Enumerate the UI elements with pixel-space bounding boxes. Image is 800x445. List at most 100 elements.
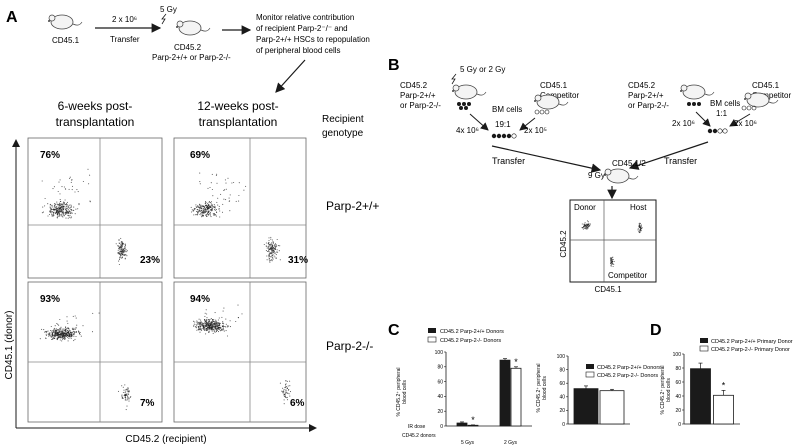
event-dot	[216, 320, 218, 322]
event-dot	[211, 188, 213, 191]
event-dot	[222, 326, 224, 328]
event-dot	[49, 206, 51, 208]
event-dot	[78, 331, 80, 333]
flow-plot-dots	[192, 304, 292, 405]
event-dot	[212, 213, 214, 215]
event-dot	[117, 252, 119, 254]
event-dot	[245, 185, 247, 187]
event-dot	[65, 212, 68, 214]
event-dot	[270, 236, 272, 238]
event-dot	[277, 251, 279, 253]
y-tick-label: 40	[675, 394, 681, 400]
event-dot	[283, 394, 285, 396]
event-dot	[638, 231, 640, 233]
event-dot	[69, 216, 71, 218]
event-dot	[220, 193, 222, 195]
event-dot	[200, 212, 202, 214]
event-dot	[272, 252, 274, 254]
event-dot	[209, 211, 211, 213]
event-dot	[286, 387, 288, 389]
bm-cells-label: BM cells	[492, 105, 522, 114]
event-dot	[75, 327, 77, 329]
event-dot	[275, 257, 277, 259]
event-dot	[205, 212, 207, 214]
event-dot	[611, 261, 613, 263]
event-dot	[45, 333, 47, 335]
event-dot	[283, 396, 285, 398]
event-dot	[222, 321, 224, 323]
quadrant-percent-donor: 69%	[190, 150, 210, 161]
quadrant-host-label: Host	[630, 203, 647, 212]
event-dot	[223, 329, 225, 331]
y-tick-label: 20	[437, 409, 443, 415]
event-dot	[204, 315, 206, 317]
y-tick-label: 40	[437, 394, 443, 400]
event-dot	[209, 326, 211, 328]
event-dot	[73, 327, 75, 329]
event-dot	[215, 214, 217, 216]
event-dot	[57, 204, 59, 206]
event-dot	[62, 214, 64, 216]
event-dot	[75, 326, 77, 328]
event-dot	[126, 389, 128, 391]
event-dot	[62, 209, 64, 211]
arrow-icon	[729, 113, 751, 127]
event-dot	[61, 206, 63, 208]
event-dot	[62, 208, 65, 210]
event-dot	[122, 250, 124, 252]
event-dot	[610, 262, 612, 265]
event-dot	[285, 389, 287, 391]
event-dot	[121, 250, 123, 252]
y-axis-label: % CD45.2⁺ peripheral	[536, 363, 542, 412]
event-dot	[586, 220, 589, 222]
event-dot	[64, 213, 66, 215]
event-dot	[57, 323, 59, 325]
event-dot	[586, 225, 588, 227]
legend-swatch-ko	[699, 345, 709, 352]
event-dot	[45, 337, 47, 339]
competitor-cells-icon	[534, 109, 550, 115]
event-dot	[64, 336, 66, 338]
event-dot	[195, 323, 197, 326]
donor-mouse-label: CD45.1	[52, 36, 80, 45]
event-dot	[198, 318, 200, 320]
event-dot	[197, 210, 199, 212]
mouse-icon	[451, 84, 487, 100]
event-dot	[228, 197, 230, 199]
event-dot	[61, 208, 63, 211]
event-dot	[62, 203, 64, 205]
event-dot	[216, 328, 218, 330]
event-dot	[55, 212, 57, 214]
event-dot	[59, 327, 61, 329]
event-dot	[68, 330, 70, 332]
event-dot	[218, 328, 220, 330]
event-dot	[221, 329, 223, 331]
event-dot	[126, 399, 128, 401]
event-dot	[203, 319, 206, 321]
event-dot	[286, 392, 288, 394]
event-dot	[125, 251, 127, 253]
event-dot	[270, 259, 272, 261]
event-dot	[53, 186, 55, 188]
event-dot	[119, 256, 121, 258]
quadrant-percent-donor: 94%	[190, 294, 210, 305]
event-dot	[44, 205, 46, 207]
event-dot	[69, 177, 71, 179]
event-dot	[67, 332, 69, 334]
event-dot	[274, 243, 277, 245]
event-dot	[68, 336, 70, 338]
flow-plot-12wk-ko: 94% 6%	[173, 281, 307, 423]
event-dot	[123, 249, 125, 251]
event-dot	[212, 319, 214, 321]
event-dot	[59, 330, 61, 332]
event-dot	[61, 186, 63, 188]
event-dot	[197, 205, 199, 208]
event-dot	[53, 211, 55, 213]
event-dot	[60, 203, 63, 205]
event-dot	[118, 263, 120, 266]
event-dot	[115, 243, 117, 245]
event-dot	[72, 331, 74, 333]
event-dot	[213, 328, 215, 330]
event-dot	[195, 326, 197, 328]
event-dot	[56, 203, 58, 205]
